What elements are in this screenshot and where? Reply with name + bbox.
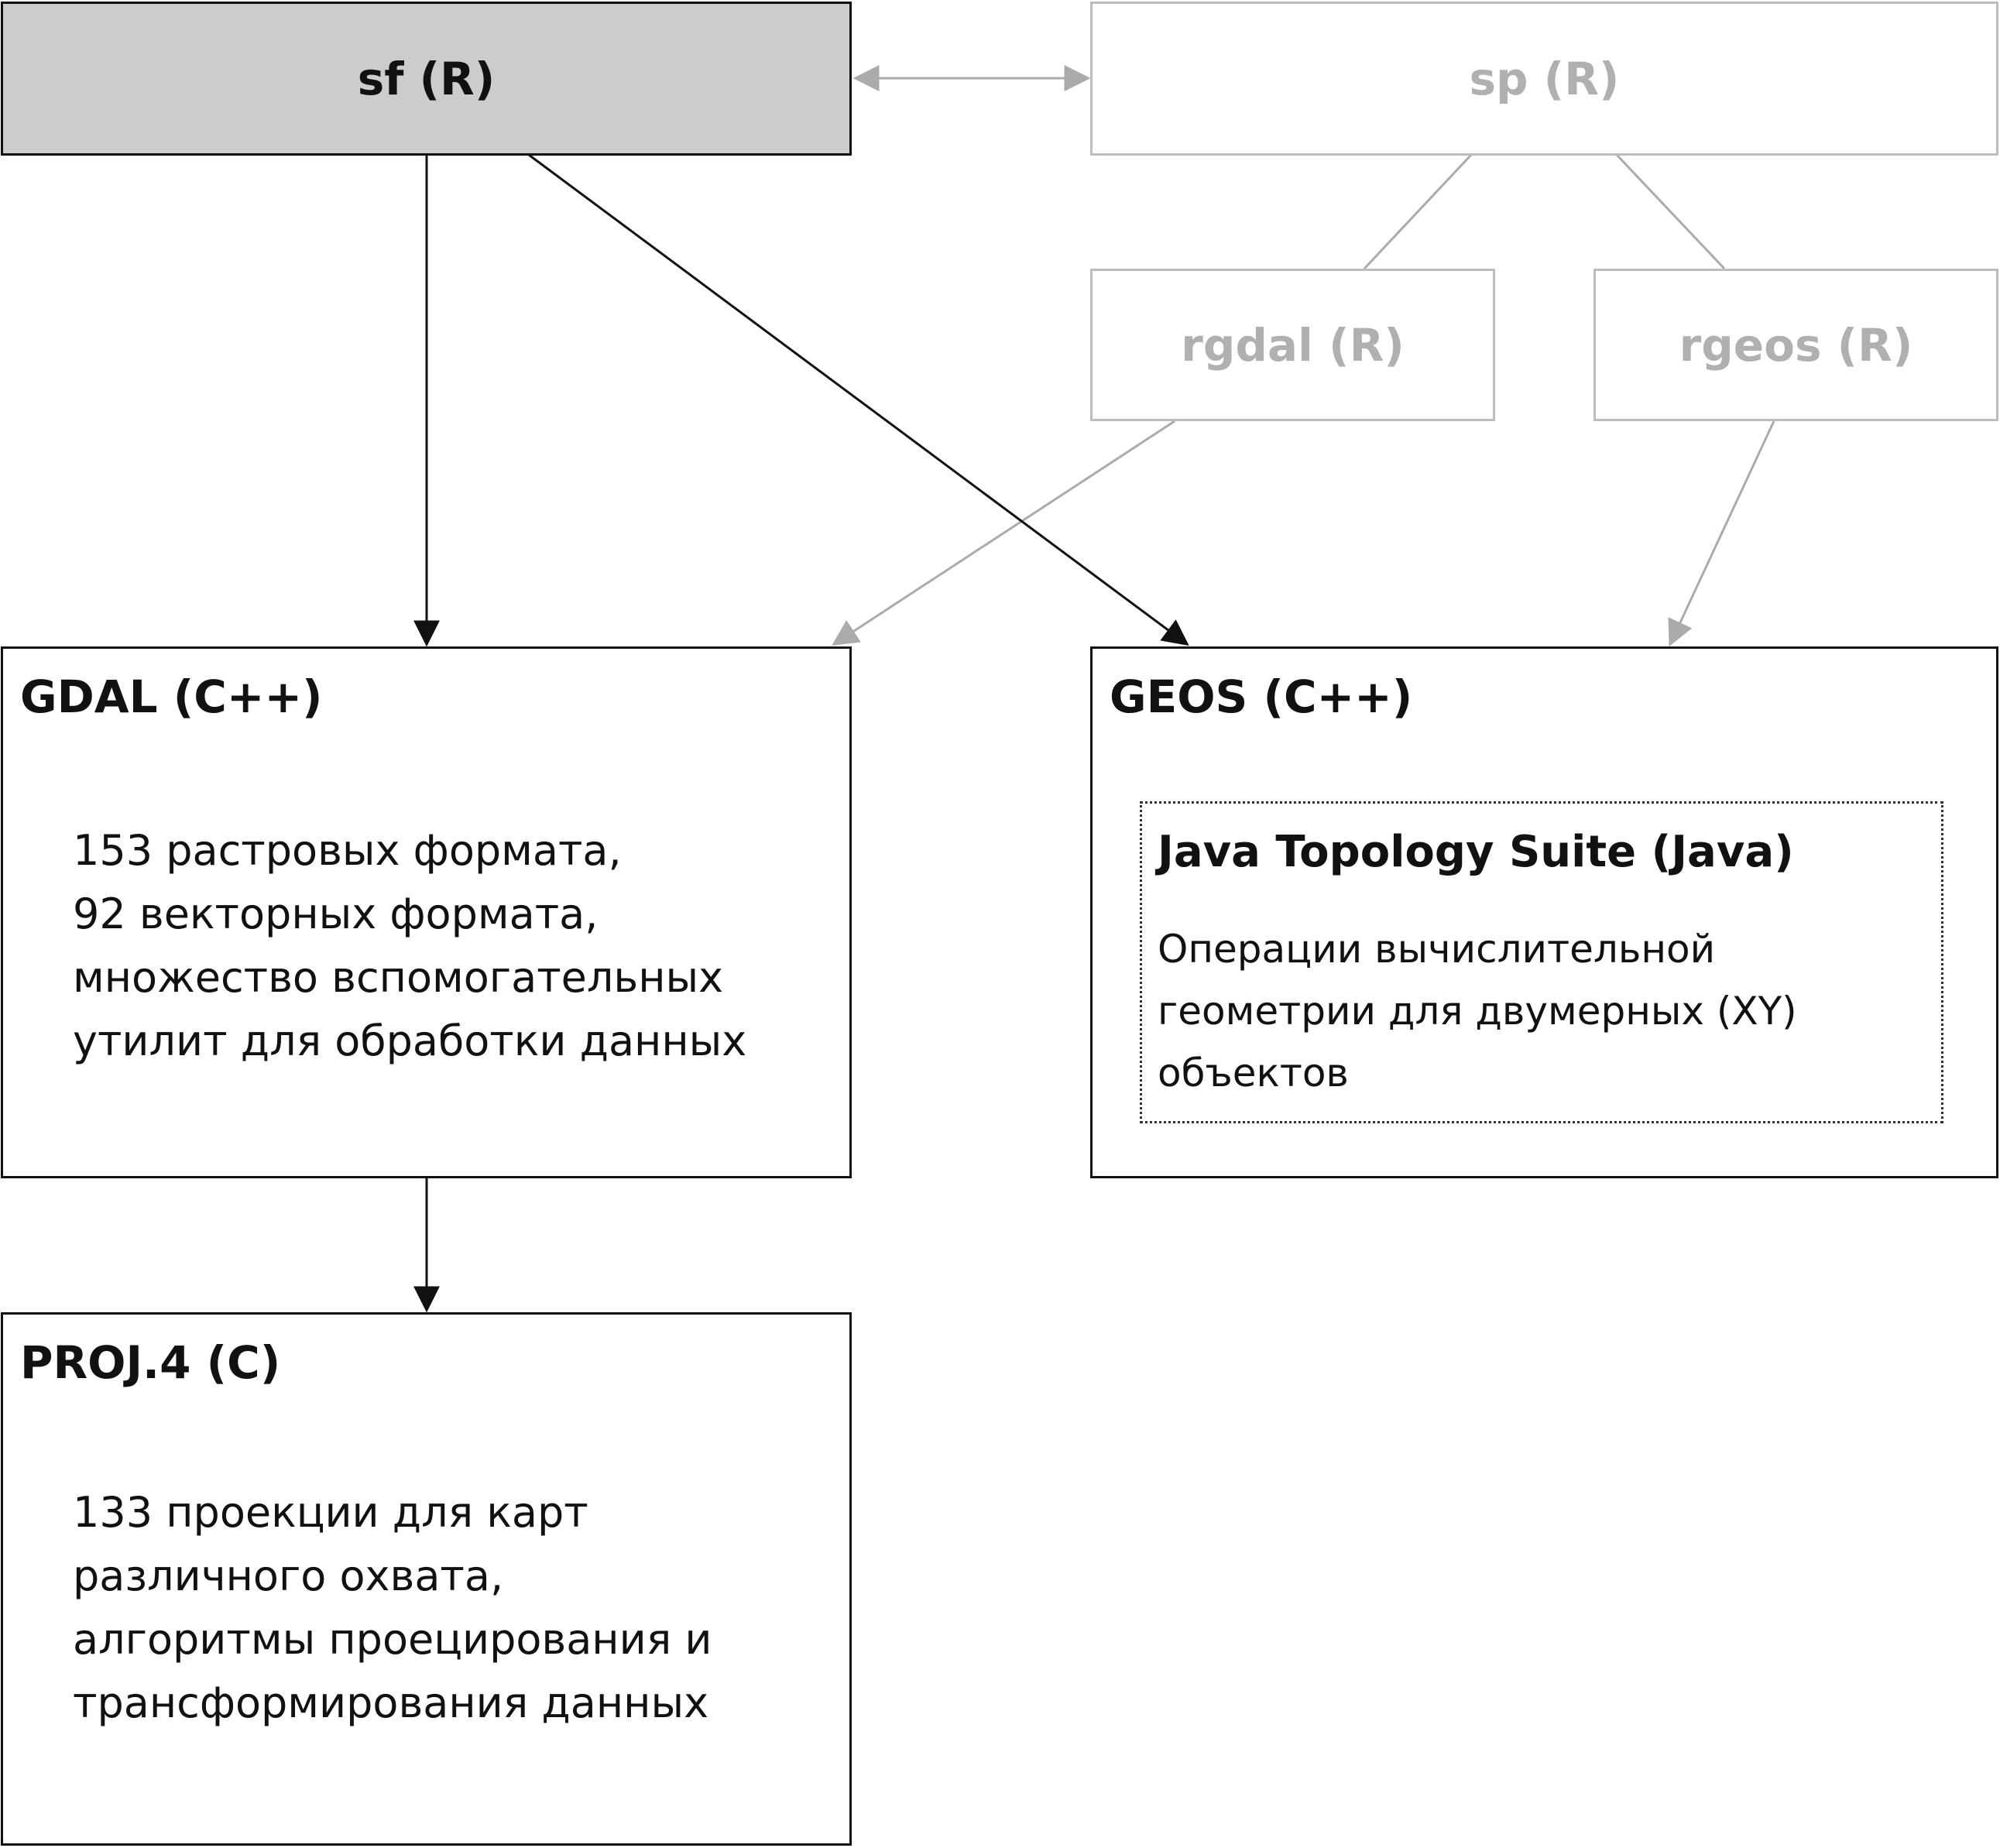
node-rgdal: rgdal (R) xyxy=(1090,269,1495,421)
node-jts-title: Java Topology Suite (Java) xyxy=(1158,827,1794,877)
node-proj-description: 133 проекции для карт различного охвата,… xyxy=(73,1481,785,1735)
gdal-line: утилит для обработки данных xyxy=(73,1017,747,1065)
node-sp: sp (R) xyxy=(1090,2,1998,156)
edge-sf-geos xyxy=(528,153,1189,646)
node-gdal: GDAL (C++) 153 растровых формата, 92 век… xyxy=(1,646,852,1178)
node-proj-title: PROJ.4 (C) xyxy=(20,1336,281,1389)
node-sf: sf (R) xyxy=(1,2,852,156)
gdal-line: 153 растровых формата, xyxy=(73,826,622,875)
node-jts-description: Операции вычислительной геометрии для дв… xyxy=(1158,918,1797,1104)
jts-line: геометрии для двумерных (XY) xyxy=(1158,989,1797,1034)
proj-line: различного охвата, xyxy=(73,1551,504,1600)
node-geos: GEOS (C++) Java Topology Suite (Java) Оп… xyxy=(1090,646,1998,1178)
node-jts: Java Topology Suite (Java) Операции вычи… xyxy=(1140,801,1943,1123)
node-rgeos-title: rgeos (R) xyxy=(1679,318,1913,372)
node-geos-title: GEOS (C++) xyxy=(1110,670,1413,723)
jts-line: Операции вычислительной xyxy=(1158,927,1716,972)
node-proj: PROJ.4 (C) 133 проекции для карт различн… xyxy=(1,1312,852,1846)
proj-line: трансформирования данных xyxy=(73,1678,709,1727)
node-rgeos: rgeos (R) xyxy=(1593,269,1998,421)
edge-rgdal-gdal xyxy=(832,420,1175,646)
edge-rgeos-geos xyxy=(1668,420,1775,647)
edge-sp-rgdal xyxy=(1363,153,1473,270)
node-gdal-title: GDAL (C++) xyxy=(20,670,323,723)
node-sf-title: sf (R) xyxy=(357,52,496,105)
gdal-line: 92 векторных формата, xyxy=(73,890,599,938)
proj-line: 133 проекции для карт xyxy=(73,1488,588,1537)
jts-line: объектов xyxy=(1158,1051,1349,1095)
node-gdal-description: 153 растровых формата, 92 векторных форм… xyxy=(73,819,785,1073)
node-rgdal-title: rgdal (R) xyxy=(1181,318,1405,372)
gdal-line: множество вспомогательных xyxy=(73,953,724,1002)
node-sp-title: sp (R) xyxy=(1469,52,1620,105)
edge-sp-rgeos xyxy=(1615,153,1726,270)
proj-line: алгоритмы проецирования и xyxy=(73,1615,712,1664)
